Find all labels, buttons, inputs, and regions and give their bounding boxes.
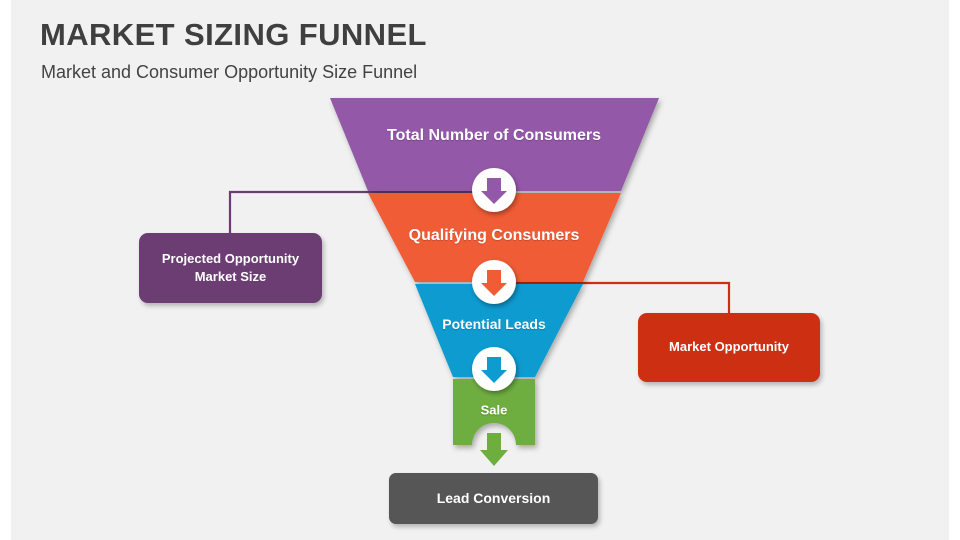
funnel-stage-potential-leads[interactable] [415, 284, 583, 377]
funnel-label-total-number-of-consumers: Total Number of Consumers [387, 127, 601, 144]
funnel-label-qualifying-consumers: Qualifying Consumers [408, 227, 580, 244]
funnel-label-potential-leads: Potential Leads [442, 316, 546, 332]
page-title: MARKET SIZING FUNNEL [40, 17, 427, 52]
callout-projected-line-2: Market Size [194, 269, 267, 284]
result-label: Lead Conversion [436, 489, 551, 506]
funnel-stage-total-number-of-consumers[interactable] [330, 98, 659, 191]
result-box-lead-conversion[interactable]: Lead Conversion [389, 473, 598, 524]
connector-market-line [518, 281, 731, 322]
callout-projected-line-1: Projected Opportunity [161, 250, 300, 266]
down-arrow-icon-green [480, 433, 508, 466]
down-arrow-icon-purple [481, 178, 507, 204]
funnel-label-sale: Sale [480, 402, 508, 418]
callout-projected-text: Projected Opportunity Market Size [162, 250, 299, 287]
down-arrow-icon-orange [481, 270, 507, 296]
connector-projected-line [228, 190, 476, 242]
callout-market-text: Market Opportunity [669, 339, 789, 355]
callout-projected-opportunity-market-size[interactable]: Projected Opportunity Market Size [139, 233, 322, 303]
down-arrow-icon-blue [481, 357, 507, 383]
funnel-stage-sale[interactable] [453, 379, 535, 445]
funnel-body [330, 98, 659, 445]
funnel-stage-qualifying-consumers[interactable] [368, 193, 621, 282]
page-subtitle: Market and Consumer Opportunity Size Fun… [41, 62, 418, 82]
callout-market-opportunity[interactable]: Market Opportunity [638, 313, 820, 382]
